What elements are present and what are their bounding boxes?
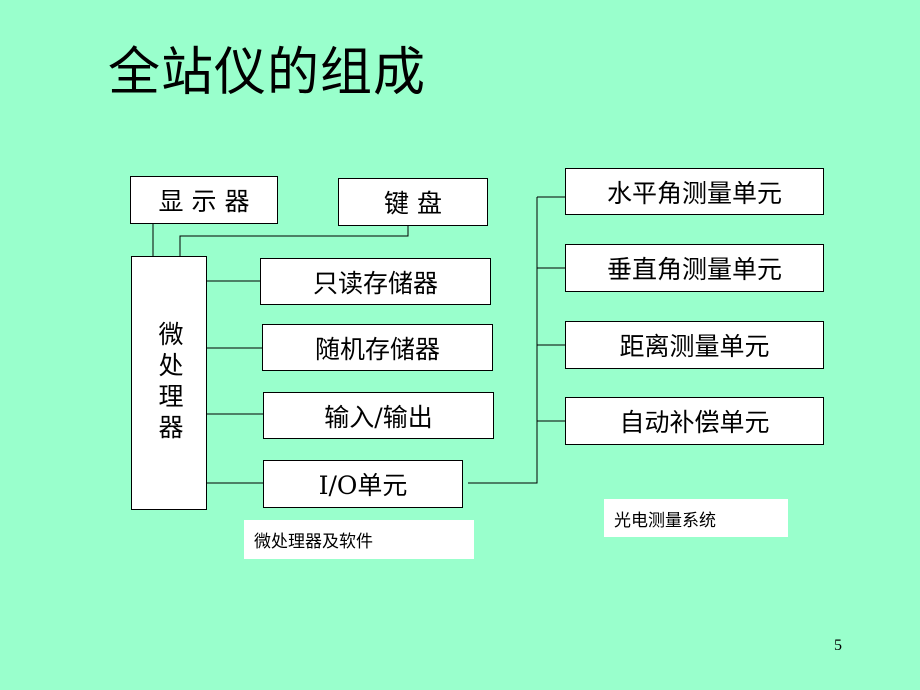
compensator-unit-box: 自动补偿单元 <box>565 397 824 445</box>
input-output-box: 输入/输出 <box>263 392 494 439</box>
distance-unit-box: 距离测量单元 <box>565 321 824 369</box>
page-title: 全站仪的组成 <box>108 43 427 103</box>
display-box: 显 示 器 <box>130 176 278 224</box>
page-number: 5 <box>834 637 842 654</box>
caption-microprocessor-software: 微处理器及软件 <box>244 520 474 559</box>
caption-optoelectronic-system: 光电测量系统 <box>604 499 788 537</box>
io-unit-box: I/O单元 <box>263 460 463 508</box>
microprocessor-box: 微处理器 <box>131 256 207 510</box>
horizontal-angle-unit-box: 水平角测量单元 <box>565 168 824 215</box>
keyboard-box: 键 盘 <box>338 178 488 226</box>
ram-box: 随机存储器 <box>262 324 493 371</box>
rom-box: 只读存储器 <box>260 258 491 305</box>
vertical-angle-unit-box: 垂直角测量单元 <box>565 244 824 292</box>
